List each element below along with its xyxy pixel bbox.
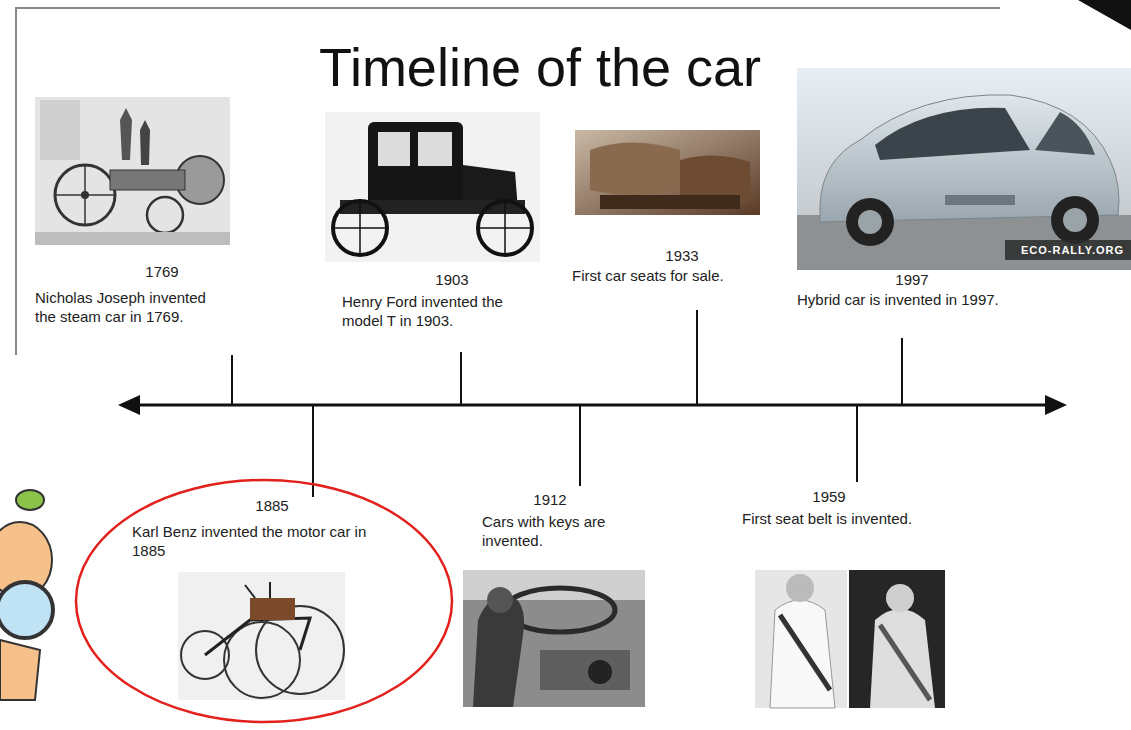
year-label: 1885: [222, 496, 322, 515]
year-label: 1769: [112, 262, 212, 281]
car-seats-picture: [575, 130, 760, 215]
highlight-ellipse: 1885Karl Benz invented the motor car in …: [74, 478, 454, 724]
year-label: 1903: [402, 270, 502, 289]
hybrid-car-picture: [797, 68, 1131, 270]
diagram-title: Timeline of the car: [240, 36, 840, 98]
year-label: 1933: [632, 246, 732, 265]
benz-car-picture: [178, 572, 345, 700]
model-t-picture: [325, 112, 540, 262]
timeline-axis: [118, 395, 1067, 415]
red-ellipse: [76, 480, 452, 722]
outline: [74, 478, 454, 724]
car-keys-picture: [463, 570, 645, 707]
event-text: Cars with keys are invented.: [482, 512, 632, 550]
event-text: Henry Ford invented the model T in 1903.: [342, 292, 542, 330]
event-text: Karl Benz invented the motor car in 1885: [132, 522, 402, 560]
detective-clipart: [0, 490, 53, 700]
event-text: First seat belt is invented.: [742, 509, 1002, 528]
seat-belt-picture: [755, 570, 945, 708]
corner-tab: [1078, 0, 1131, 30]
photo-watermark: ECO-RALLY.ORG: [1008, 243, 1124, 257]
event-text: Hybrid car is invented in 1997.: [797, 290, 1057, 309]
year-label: 1959: [779, 487, 879, 506]
year-label: 1912: [500, 490, 600, 509]
event-text: Nicholas Joseph invented the steam car i…: [35, 288, 225, 326]
year-label: 1997: [862, 270, 962, 289]
timeline-ticks: [232, 310, 902, 497]
steam-car-picture: [35, 97, 230, 245]
event-text: First car seats for sale.: [572, 266, 772, 285]
